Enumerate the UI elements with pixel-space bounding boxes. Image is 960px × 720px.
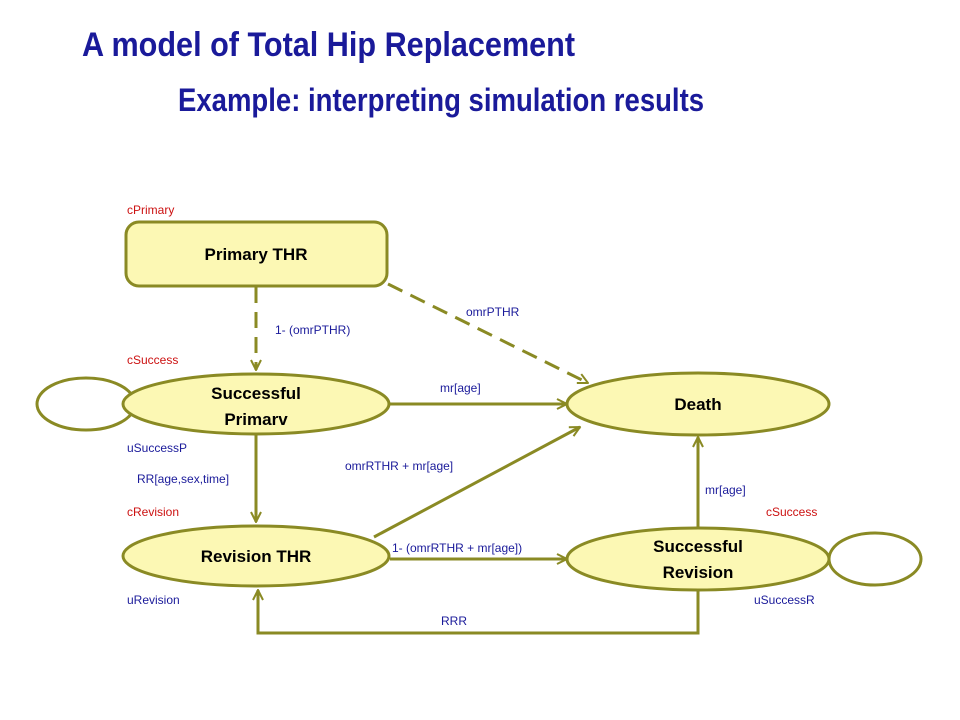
cost-label-primary: cPrimary: [127, 203, 174, 217]
self-loop-successful-revision: [827, 531, 923, 587]
node-successful-primary-label-line2: Primarv: [224, 410, 288, 429]
edge-label-revision-to-death: omrRTHR + mr[age]: [345, 459, 453, 473]
node-death: Death: [565, 371, 831, 437]
slide-title: A model of Total Hip Replacement: [82, 26, 576, 64]
edge-label-revision-to-success-revision: 1- (omrRTHR + mr[age]): [392, 541, 522, 555]
edge-label-primary-to-death: omrPTHR: [466, 305, 520, 319]
cost-label-revision: cRevision: [127, 505, 179, 519]
edge-label-success-revision-to-revision: RRR: [441, 614, 467, 628]
cost-label-success-primary: cSuccess: [127, 353, 178, 367]
node-death-label: Death: [674, 395, 721, 414]
node-successful-revision: Successful Revision: [565, 526, 831, 592]
edge-primary-to-death: [387, 282, 588, 385]
cost-label-success-revision: cSuccess: [766, 505, 817, 519]
edge-revision-to-death: [373, 425, 580, 539]
slide-subtitle: Example: interpreting simulation results: [178, 82, 705, 118]
node-primary-thr: Primary THR: [124, 220, 389, 288]
utility-label-success-primary: uSuccessP: [127, 441, 187, 455]
node-revision-thr-label: Revision THR: [201, 547, 312, 566]
edge-success-revision-to-revision: [258, 590, 700, 635]
self-loop-successful-primary: [35, 376, 137, 432]
node-successful-primary: Successful Primarv: [121, 372, 391, 436]
utility-label-success-revision: uSuccessR: [754, 593, 815, 607]
utility-label-revision: uRevision: [127, 593, 180, 607]
node-successful-revision-label-line2: Revision: [663, 563, 734, 582]
edge-label-success-to-death: mr[age]: [440, 381, 481, 395]
node-successful-primary-label-line1: Successful: [211, 384, 301, 403]
edge-label-primary-to-success: 1- (omrPTHR): [275, 323, 350, 337]
edge-label-success-revision-to-death: mr[age]: [705, 483, 746, 497]
node-successful-revision-label-line1: Successful: [653, 537, 743, 556]
node-revision-thr: Revision THR: [121, 524, 391, 588]
edge-label-success-to-revision: RR[age,sex,time]: [137, 472, 229, 486]
node-primary-thr-label: Primary THR: [205, 245, 308, 264]
